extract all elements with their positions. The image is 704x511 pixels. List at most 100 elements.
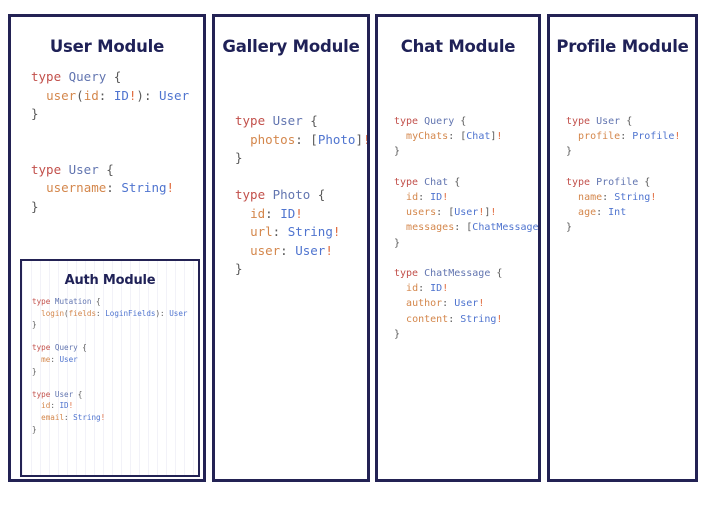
schema-line: content: String! (394, 312, 538, 327)
bracket-close: ] (490, 131, 497, 143)
indent (31, 180, 46, 195)
schema-line: type Query { (31, 68, 203, 87)
indent (394, 192, 406, 203)
schema-line: } (32, 319, 198, 331)
schema-line: id: ID! (394, 190, 538, 205)
colon: : (454, 222, 467, 234)
indent (235, 243, 250, 258)
indent (235, 206, 250, 221)
keyword-type: type (31, 161, 62, 177)
panel-title-gallery-module: Gallery Module (222, 37, 360, 56)
argument-type: LoginFields (105, 308, 156, 318)
schema-line: } (394, 144, 538, 159)
brace-open: { (310, 187, 326, 202)
schema-line: type ChatMessage { (394, 266, 538, 281)
schema-line: user(id: ID!): User (31, 87, 203, 106)
colon: : (602, 192, 615, 204)
brace-open: { (73, 389, 83, 399)
brace-close: } (394, 146, 401, 158)
field-type: User (159, 87, 190, 103)
brace-close: } (32, 424, 37, 434)
schema-line: me: User (32, 354, 198, 366)
schema-line: photos: [Photo]! (235, 131, 367, 150)
indent (235, 132, 250, 147)
schema-line: url: String! (235, 223, 367, 242)
schema-line: profile: Profile! (566, 129, 695, 144)
schema-line (235, 168, 367, 187)
field-type: String (121, 180, 167, 195)
indent (394, 283, 406, 294)
schema-line: login(fields: LoginFields): User (32, 308, 198, 320)
field-name: id (250, 205, 266, 221)
schema-code-auth-module: type Mutation { login(fields: LoginField… (22, 296, 198, 435)
non-null-marker: ! (442, 283, 449, 295)
type-name: Mutation (50, 297, 92, 306)
colon: : (436, 207, 449, 219)
field-name: user (250, 242, 281, 258)
non-null-marker: ! (68, 401, 74, 411)
schema-line: type Query { (32, 342, 198, 354)
bracket-close: ] (539, 222, 541, 233)
field-type: User (454, 207, 479, 219)
panel-title-user-module: User Module (49, 37, 165, 56)
brace-open: { (454, 116, 467, 127)
panel-user-module: User Module type Query { user(id: ID!): … (8, 14, 206, 482)
paren-open: ( (76, 87, 84, 103)
field-name: login (41, 308, 65, 318)
indent (394, 207, 406, 218)
colon: : (98, 87, 114, 103)
non-null-marker: ! (332, 224, 341, 239)
non-null-marker: ! (100, 412, 106, 422)
indent (32, 355, 41, 364)
spacer (550, 56, 695, 114)
non-null-marker: ! (496, 131, 503, 143)
brace-close: } (31, 198, 39, 214)
schema-line: type User { (566, 114, 695, 129)
schema-line (394, 251, 538, 266)
non-null-marker: ! (674, 131, 681, 143)
type-name: User (50, 389, 74, 399)
schema-line: user: User! (235, 242, 367, 261)
colon: : (620, 131, 633, 143)
argument-name: id (83, 87, 99, 103)
panel-chat-module: Chat Module type Query { myChats: [Chat]… (375, 14, 541, 482)
schema-line: myChats: [Chat]! (394, 129, 538, 144)
field-type: String (73, 412, 101, 422)
spacer (378, 56, 538, 114)
brace-close: } (566, 146, 573, 158)
brace-open: { (638, 176, 651, 188)
brace-close: } (31, 106, 39, 121)
schema-code-chat-module: type Query { myChats: [Chat]!} type Chat… (378, 114, 538, 342)
panel-title-profile-module: Profile Module (556, 37, 689, 56)
colon: : (448, 313, 461, 325)
indent (32, 309, 41, 318)
field-name: email (41, 412, 65, 422)
indent (394, 131, 406, 142)
field-type: ID (430, 283, 443, 295)
colon: : (50, 401, 60, 411)
non-null-marker: ! (650, 192, 657, 204)
indent (32, 401, 41, 410)
schema-line: } (31, 198, 203, 217)
paren-close-colon: ): (155, 308, 170, 318)
field-type: ID (280, 205, 296, 221)
brace-open: { (98, 161, 114, 177)
schema-line: type Chat { (394, 175, 538, 190)
indent (566, 131, 578, 142)
bracket-open: [ (466, 222, 473, 234)
field-name: id (406, 283, 419, 295)
paren-open: ( (64, 308, 69, 318)
schema-line (394, 160, 538, 175)
brace-open: { (448, 176, 461, 188)
schema-line: } (235, 260, 367, 279)
keyword-type: type (32, 297, 51, 306)
non-null-marker: ! (442, 192, 449, 204)
type-name: User (61, 161, 99, 177)
schema-line (32, 331, 198, 343)
schema-code-user-module: type Query { user(id: ID!): User} type U… (11, 68, 203, 216)
field-name: username (46, 180, 107, 195)
schema-line (31, 124, 203, 143)
field-type: String (614, 192, 651, 204)
colon: : (50, 354, 60, 364)
